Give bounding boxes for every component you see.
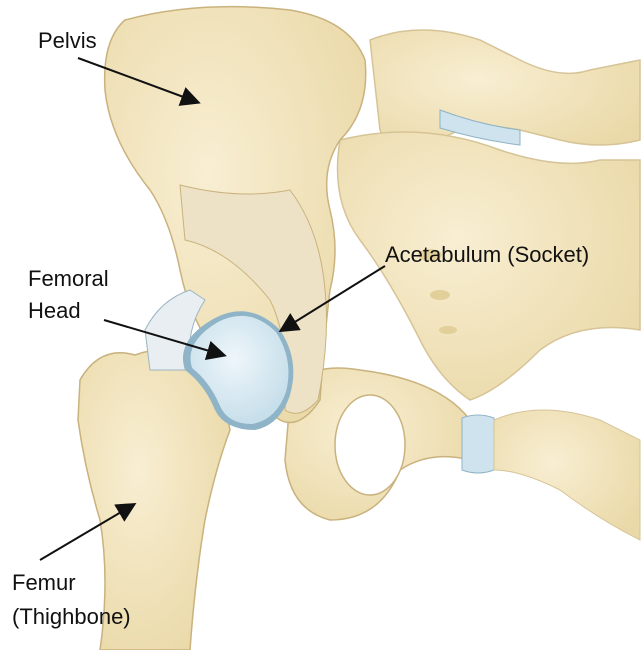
femur-arrow (39, 502, 137, 561)
femur-bone (77, 289, 231, 650)
pelvis-label: Pelvis (38, 28, 97, 53)
femoral-head-arrow (103, 319, 227, 361)
acetabulum-label: Acetabulum (Socket) (385, 242, 590, 267)
pubis (284, 367, 641, 541)
femur-label-line1: Femur (12, 570, 76, 595)
sacrum (336, 29, 641, 401)
acetabulum-arrow (278, 265, 386, 333)
pelvis-arrow (77, 57, 201, 106)
femoral-head-label-line2: Head (28, 298, 81, 323)
femoral-head-label-line1: Femoral (28, 266, 109, 291)
femur-label-line2: (Thighbone) (12, 604, 131, 629)
